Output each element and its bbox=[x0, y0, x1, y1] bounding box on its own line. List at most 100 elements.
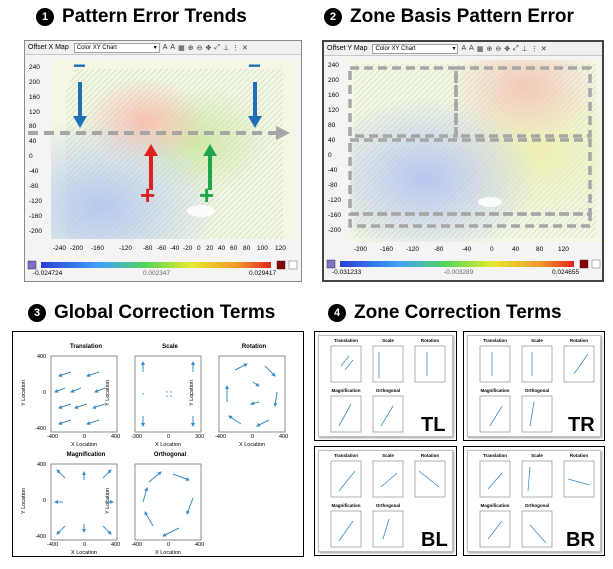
y-axis-label: Y Location bbox=[104, 380, 111, 406]
y-tick: 120 bbox=[328, 107, 339, 114]
translation-axes bbox=[50, 355, 118, 433]
zone-panel-bl: Translation Scale Rotation Magnification… bbox=[314, 446, 457, 556]
y-tick: -400 bbox=[35, 426, 47, 432]
y-tick: 120 bbox=[29, 109, 40, 116]
y-tick: 400 bbox=[37, 462, 47, 468]
zone-panel-title: Translation bbox=[482, 338, 507, 343]
y-tick: -400 bbox=[35, 534, 47, 540]
x-axis-label: X Location bbox=[155, 442, 181, 448]
zone-panel-title: Scale bbox=[382, 453, 394, 458]
zone-panel-title: Magnification bbox=[331, 503, 361, 508]
close-icon[interactable]: ✕ bbox=[540, 45, 547, 53]
zoom-out-icon[interactable]: ⊖ bbox=[495, 45, 502, 53]
section-title-3: 3 Global Correction Terms bbox=[28, 302, 275, 324]
x-tick: 0 bbox=[167, 542, 171, 548]
zone-panel-inner: Translation Scale Rotation Magnification… bbox=[318, 450, 453, 552]
panel-title-orthogonal: Orthogonal bbox=[153, 452, 187, 458]
x-tick: 80 bbox=[243, 245, 251, 252]
pin-icon[interactable]: ⊥ bbox=[222, 44, 230, 52]
close-icon[interactable]: ✕ bbox=[242, 44, 248, 52]
y-tick: -200 bbox=[328, 227, 342, 234]
options-icon[interactable]: ⋮ bbox=[530, 45, 538, 53]
x-axis-label: X Location bbox=[71, 550, 97, 556]
expand-icon[interactable]: ⤢ bbox=[214, 43, 220, 51]
x-tick: 40 bbox=[512, 246, 520, 253]
section-title-text: Global Correction Terms bbox=[54, 302, 276, 323]
font-size-icon[interactable]: A bbox=[170, 44, 176, 51]
pin-icon[interactable]: ⊥ bbox=[521, 45, 528, 53]
y-tick: -80 bbox=[29, 183, 39, 190]
section-number-badge: 4 bbox=[328, 304, 346, 322]
zone-panel-title: Scale bbox=[531, 453, 543, 458]
zone-panel-title: Rotation bbox=[420, 338, 440, 343]
zone-panel-br: Translation Scale Rotation Magnification… bbox=[463, 446, 605, 556]
x-tick: -80 bbox=[143, 245, 153, 252]
text-tool-icon[interactable]: A bbox=[162, 44, 168, 51]
x-axis-label: X Location bbox=[155, 550, 181, 556]
scale-min-label: -0.024724 bbox=[33, 270, 63, 277]
y-tick: -120 bbox=[328, 197, 342, 204]
color-scale bbox=[27, 259, 299, 279]
map-toolbar: Offset X Map Color XY Chart ▾ A A ▦ ⊕ ⊖ … bbox=[25, 41, 301, 55]
scale-mid-label: 0.002347 bbox=[143, 270, 171, 277]
zone-panel-title: Magnification bbox=[331, 388, 361, 393]
panel-title-rotation: Rotation bbox=[241, 344, 267, 350]
rotation-axes bbox=[218, 355, 286, 433]
x-tick: -200 bbox=[354, 246, 368, 253]
zone-label-tl: TL bbox=[421, 414, 446, 436]
y-tick: 400 bbox=[37, 354, 47, 360]
y-tick: 40 bbox=[328, 137, 336, 144]
move-icon[interactable]: ✥ bbox=[205, 44, 212, 52]
grid-icon[interactable]: ▦ bbox=[178, 44, 185, 52]
section-title-4: 4 Zone Correction Terms bbox=[328, 302, 562, 324]
x-tick: -160 bbox=[91, 245, 105, 252]
zoom-in-icon[interactable]: ⊕ bbox=[187, 44, 194, 52]
zone-label-tr: TR bbox=[568, 414, 595, 436]
offset-y-map-window: Offset Y Map Color XY Chart ▾ A A ▦ ⊕ ⊖ … bbox=[322, 40, 604, 282]
y-axis-label: Y Location bbox=[104, 488, 111, 514]
section-number-badge: 2 bbox=[324, 8, 342, 26]
y-tick: -160 bbox=[29, 213, 43, 220]
zone-label-bl: BL bbox=[421, 529, 448, 551]
panel-title-translation: Translation bbox=[69, 344, 102, 350]
x-axis-label: X Location bbox=[239, 442, 265, 448]
translation-vectors bbox=[54, 371, 106, 425]
minus-sign-left: − bbox=[73, 53, 86, 78]
zoom-in-icon[interactable]: ⊕ bbox=[486, 45, 493, 53]
zone-panel-title: Orthogonal bbox=[375, 388, 401, 393]
font-size-icon[interactable]: A bbox=[469, 45, 474, 52]
options-icon[interactable]: ⋮ bbox=[232, 44, 240, 52]
x-tick: -400 bbox=[215, 434, 227, 440]
scale-max-label: 0.029417 bbox=[249, 270, 277, 277]
text-tool-icon[interactable]: A bbox=[461, 45, 467, 52]
x-tick: -400 bbox=[47, 542, 59, 548]
grid-icon[interactable]: ▦ bbox=[476, 45, 484, 53]
map-toolbar: Offset Y Map Color XY Chart ▾ A A ▦ ⊕ ⊖ … bbox=[324, 42, 602, 56]
x-tick: -200 bbox=[70, 245, 84, 252]
x-tick: 0 bbox=[83, 542, 87, 548]
section-title-text: Zone Basis Pattern Error bbox=[350, 6, 574, 27]
panel-title-magnification: Magnification bbox=[66, 452, 106, 458]
plus-sign-green: + bbox=[199, 180, 215, 210]
y-tick: -160 bbox=[328, 212, 342, 219]
x-tick: -240 bbox=[53, 245, 67, 252]
zoom-out-icon[interactable]: ⊖ bbox=[196, 44, 203, 52]
x-tick: 40 bbox=[218, 245, 226, 252]
expand-icon[interactable]: ⤢ bbox=[513, 44, 519, 52]
rotation-vectors bbox=[225, 363, 278, 427]
move-icon[interactable]: ✥ bbox=[504, 45, 511, 53]
x-tick: 0 bbox=[490, 246, 494, 253]
blue-arrowhead-right bbox=[248, 116, 262, 128]
chart-type-select[interactable]: Color XY Chart ▾ bbox=[73, 42, 160, 53]
y-tick: -200 bbox=[29, 228, 43, 235]
green-arrowhead bbox=[203, 144, 217, 156]
y-tick: 0 bbox=[43, 498, 47, 504]
y-tick: -120 bbox=[29, 198, 43, 205]
x-tick: -120 bbox=[406, 246, 420, 253]
minus-sign-right: − bbox=[248, 53, 261, 78]
x-tick: 100 bbox=[257, 245, 268, 252]
scale-points bbox=[142, 391, 194, 397]
global-correction-panel: Translation Scale Rotation Magnification… bbox=[12, 331, 304, 557]
chart-type-value: Color XY Chart bbox=[375, 45, 416, 52]
chart-type-select[interactable]: Color XY Chart ▾ bbox=[372, 43, 459, 54]
